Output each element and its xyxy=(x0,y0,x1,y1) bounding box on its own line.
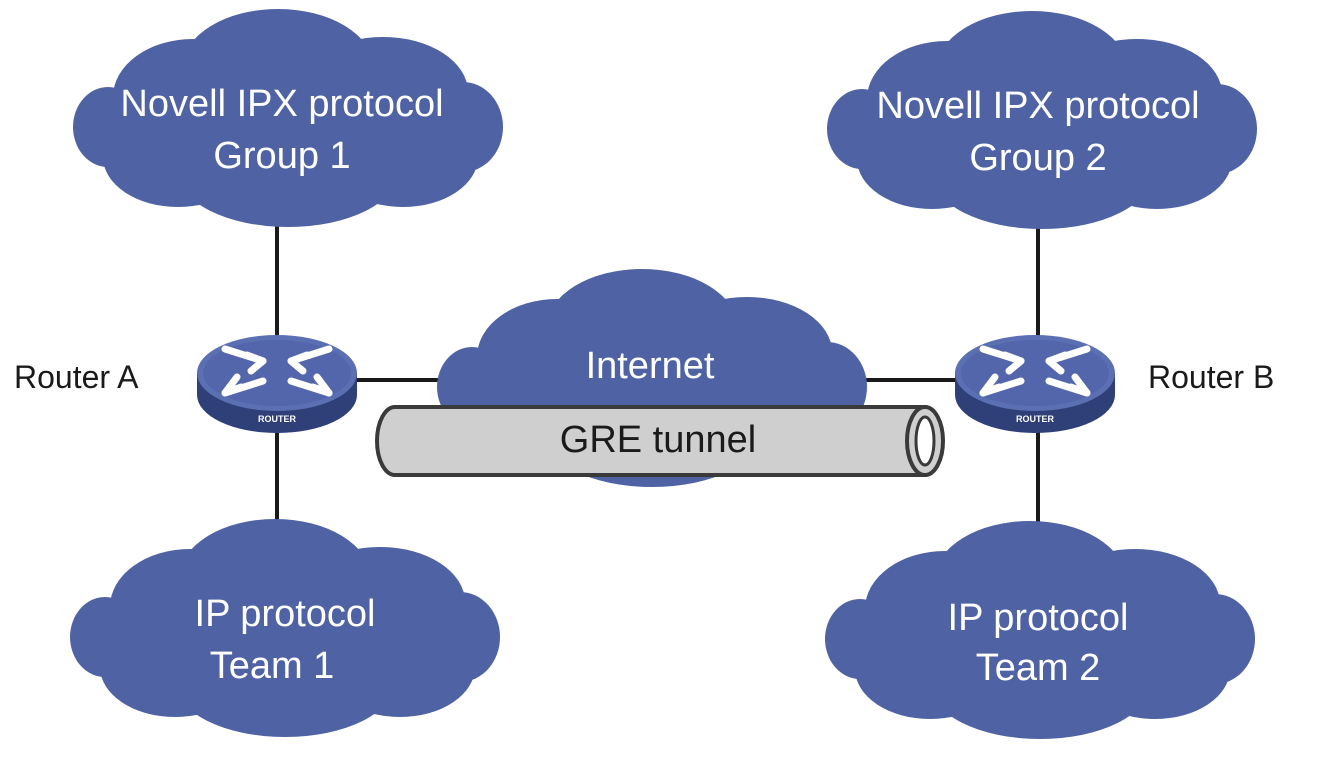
cloud-group-1-line1: Novell IPX protocol xyxy=(120,83,443,125)
cloud-group-1: Novell IPX protocol Group 1 xyxy=(73,9,503,227)
cloud-team-1-line1: IP protocol xyxy=(195,593,376,635)
cloud-group-2-line1: Novell IPX protocol xyxy=(876,85,1199,127)
cloud-team-2: IP protocol Team 2 xyxy=(825,521,1255,739)
router-b-badge: ROUTER xyxy=(1016,414,1055,424)
cloud-team-1: IP protocol Team 1 xyxy=(70,519,500,737)
internet-label: Internet xyxy=(586,345,715,387)
router-b-label: Router B xyxy=(1148,359,1274,395)
cloud-team-2-line2: Team 2 xyxy=(976,647,1101,689)
cloud-internet: Internet xyxy=(437,269,867,487)
cloud-group-2-line2: Group 2 xyxy=(969,137,1106,179)
router-b: ROUTER Router B xyxy=(955,335,1274,433)
cloud-group-1-line2: Group 1 xyxy=(213,135,350,177)
cloud-team-2-line1: IP protocol xyxy=(948,597,1129,639)
router-a-label: Router A xyxy=(14,359,139,395)
cloud-group-2: Novell IPX protocol Group 2 xyxy=(827,11,1257,229)
router-a-badge: ROUTER xyxy=(258,414,297,424)
cloud-team-1-line2: Team 1 xyxy=(210,645,335,687)
gre-tunnel-label: GRE tunnel xyxy=(560,419,756,461)
router-a: ROUTER Router A xyxy=(14,335,357,433)
gre-tunnel: GRE tunnel xyxy=(375,405,945,477)
